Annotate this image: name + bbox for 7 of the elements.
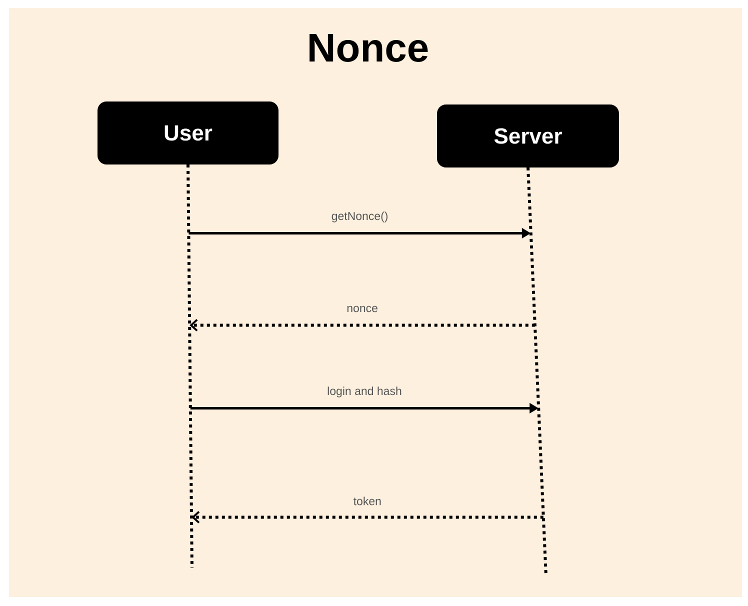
edge-label: getNonce() [330, 210, 390, 224]
message-arrow [192, 510, 544, 524]
title: Nonce [310, 34, 428, 62]
participant-box: Server [437, 104, 619, 168]
edge-label: login and hash [326, 386, 403, 398]
participant-box: User [98, 102, 278, 164]
message-arrow [190, 318, 535, 332]
